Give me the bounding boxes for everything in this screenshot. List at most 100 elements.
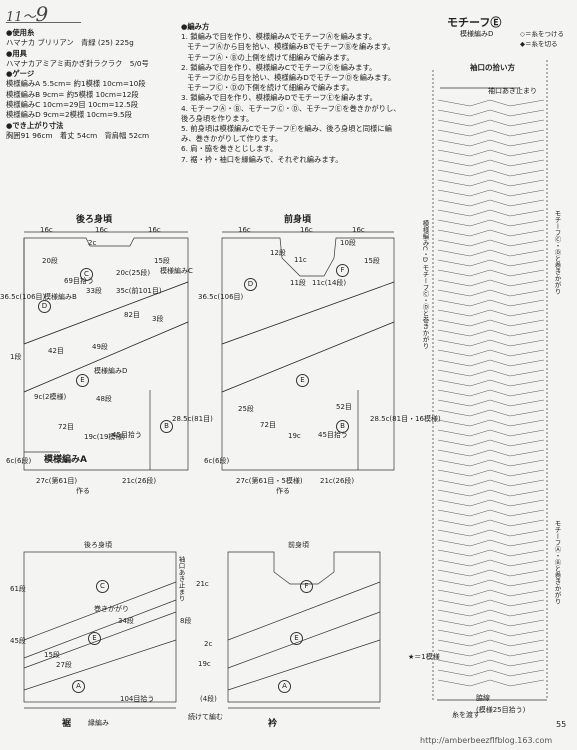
front-label-12rows: 12段	[270, 249, 286, 257]
front-label-11c14: 11c(14段)	[312, 279, 347, 287]
assembly-2c: 2c	[204, 640, 213, 648]
front-label-21c: 21c(26段)	[320, 477, 355, 485]
motif-row-line	[437, 489, 545, 497]
material-line: 模様編みB 9cm= 約5模様 10cm=12段	[6, 89, 139, 99]
side-label-top: モチーフⒸ・Ⓓと巻きかがり	[553, 210, 561, 295]
motif-row-line	[437, 179, 545, 187]
material-heading: ●ゲージ	[6, 69, 35, 79]
front-width-1: 16c	[238, 226, 251, 234]
instruction-step: 5. 前身頃は模様編みCでモチーフⒻを編み、後ろ身頃と同様に編み、巻きかがりして…	[181, 124, 392, 144]
front-label-15rows: 15段	[364, 257, 380, 265]
motif-row-line	[437, 219, 545, 227]
back-label-28c: 28.5c(81目)	[172, 415, 213, 423]
assembly-15rows: 15段	[44, 651, 60, 659]
motif-row-line	[437, 339, 545, 347]
front-label-19c: 19c	[288, 432, 301, 440]
back-label-36c: 36.5c(106目)	[0, 293, 46, 301]
instructions: ●編み方 1. 鎖編みで目を作り、模様編みAでモチーフⒶを編みます。モチーフⒶか…	[181, 22, 406, 165]
back-width-1: 16c	[40, 226, 53, 234]
back-label-82: 82目	[124, 311, 140, 319]
motif-row-line	[437, 279, 545, 287]
instructions-title: ●編み方	[181, 22, 210, 31]
back-pattern-b: 模様編みB	[44, 293, 77, 301]
assembly-8rows: 8段	[180, 617, 192, 625]
motif-row-line	[437, 629, 545, 637]
back-label-15rows: 15段	[154, 257, 170, 265]
motif-row-line	[437, 639, 545, 647]
motif-row-line	[437, 189, 545, 197]
motif-row-line	[437, 299, 545, 307]
side-label-bottom: モチーフⒶ・Ⓑと巻きかがり	[553, 520, 561, 605]
assembly-4rows: (4段)	[200, 695, 217, 703]
motif-row-line	[437, 649, 545, 657]
front-width-3: 16c	[352, 226, 365, 234]
back-e-mark: E	[76, 374, 89, 387]
motif-count-label: (模様25目拾う)	[476, 706, 526, 714]
assembly-front-title: 前身頃	[288, 541, 309, 549]
material-heading: ●でき上がり寸法	[6, 120, 64, 130]
instruction-step: 7. 裾・衿・袖口を縁編みで、それぞれ編みます。	[181, 154, 343, 164]
motif-title: モチーフⒺ	[447, 16, 502, 29]
back-width-2: 16c	[95, 226, 108, 234]
motif-row-line	[437, 139, 545, 147]
back-label-27c: 27c(第61目)	[36, 477, 78, 485]
page-number: 55	[556, 720, 567, 729]
assembly-104: 104目拾う	[120, 695, 155, 703]
front-label-25rows: 25段	[238, 405, 254, 413]
motif-row-line	[437, 369, 545, 377]
instruction-step: モチーフⒶ・Ⓑの上側を続けて細編みで編みます。	[187, 52, 354, 62]
motif-row-line	[437, 419, 545, 427]
front-width-2: 16c	[300, 226, 313, 234]
back-d-mark: D	[38, 300, 51, 313]
material-line: 模様編みA 5.5cm= 約1模様 10cm=10段	[6, 79, 146, 89]
page-header: 11～9	[6, 2, 86, 26]
assembly-continue: 続けて編む	[188, 713, 223, 721]
assembly-34rows: 34段	[118, 617, 134, 625]
motif-row-line	[437, 129, 545, 137]
back-pattern-c: 模様編みC	[160, 267, 193, 275]
instruction-step: モチーフⒸから目を拾い、模様編みDでモチーフⒹを編みます。	[187, 73, 396, 83]
motif-row-line	[437, 589, 545, 597]
motif-legend: ◇＝糸をつける ◆＝糸を切る	[520, 29, 564, 49]
back-label-48rows: 48段	[96, 395, 112, 403]
legend-cut: ◆＝糸を切る	[520, 40, 558, 48]
instruction-step: 4. モチーフⒶ・Ⓑ、モチーフⒸ・Ⓓ、モチーフⒺを巻きかがりし、後ろ身頃を作りま…	[181, 103, 401, 123]
assembly-whipstitch: 巻きかがり	[94, 605, 129, 613]
motif-row-line	[437, 439, 545, 447]
front-label-28c: 28.5c(81目・16模様)	[370, 415, 441, 423]
motif-row-line	[437, 119, 545, 127]
motif-row-line	[437, 559, 545, 567]
motif-row-line	[437, 599, 545, 607]
assembly-21c: 21c	[196, 580, 209, 588]
material-heading: ●使用糸	[6, 28, 35, 37]
back-label-3rows: 3段	[152, 315, 164, 323]
instruction-step: 1. 鎖編みで目を作り、模様編みAでモチーフⒶを編みます。	[181, 32, 377, 42]
front-label-52: 52目	[336, 403, 352, 411]
motif-row-line	[437, 159, 545, 167]
motif-row-line	[437, 289, 545, 297]
motif-row-line	[437, 309, 545, 317]
sleeve-pickup-title: 袖口の拾い方	[470, 63, 515, 72]
back-width-3: 16c	[148, 226, 161, 234]
back-label-make: 作る	[76, 487, 90, 495]
front-label-11rows: 11段	[290, 279, 306, 287]
back-label-1row: 1段	[10, 353, 22, 361]
legend-attach: ◇＝糸をつける	[520, 30, 564, 38]
header-underline	[6, 22, 81, 23]
back-label-69: 69目拾う	[64, 277, 94, 285]
asm-f-mark: F	[300, 580, 313, 593]
motif-row-line	[437, 459, 545, 467]
motif-subtitle: 模様編みD	[460, 30, 494, 38]
assembly-45rows: 45段	[10, 637, 26, 645]
assembly-61rows: 61段	[10, 585, 26, 593]
material-line: 模様編みC 10cm=29目 10cm=12.5段	[6, 100, 139, 110]
sleeve-opening-label: 袖口あき止まり	[488, 87, 537, 95]
front-b-mark: B	[336, 420, 349, 433]
back-label-21c: 21c(26段)	[122, 477, 157, 485]
front-label-45: 45目拾う	[318, 431, 348, 439]
assembly-back-title: 後ろ身頃	[84, 541, 112, 549]
front-title: 前身頃	[284, 215, 312, 225]
front-e-mark: E	[296, 374, 309, 387]
hem-label: 脇線	[476, 694, 490, 702]
star-note: ★＝1模様	[408, 653, 440, 661]
